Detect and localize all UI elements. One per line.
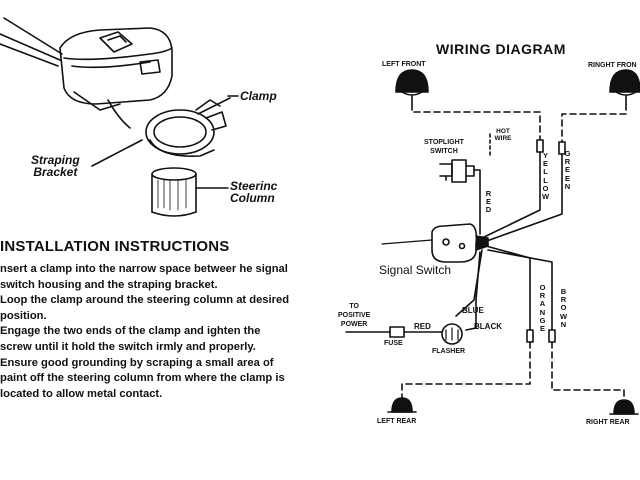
stoplight-switch-label: STOPLIGHT SWITCH bbox=[424, 139, 464, 155]
wiring-diagram-title: WIRING DIAGRAM bbox=[436, 41, 566, 57]
wiring-lines bbox=[345, 69, 640, 415]
left-front-label: LEFT FRONT bbox=[382, 61, 426, 68]
fuse-label: FUSE bbox=[384, 340, 403, 347]
right-front-label: RINGHT FRON bbox=[588, 62, 637, 69]
clamp-label: Clamp bbox=[240, 89, 277, 103]
yellow-wire-label: YELLOW bbox=[541, 151, 550, 202]
hot-wire-label: HOT WIRE bbox=[494, 128, 512, 142]
signal-switch-body bbox=[381, 223, 489, 263]
right-rear-lamp bbox=[609, 399, 639, 415]
left-rear-label: LEFT REAR bbox=[377, 418, 417, 425]
orange-wire-label: ORANGE bbox=[539, 283, 546, 334]
straping-bracket-label: Straping Bracket bbox=[31, 153, 80, 179]
step-2: Loop the clamp around the steering colum… bbox=[0, 294, 290, 322]
brown-wire-label: BROWN bbox=[559, 287, 568, 329]
installation-steps: nsert a clamp into the narrow space betw… bbox=[0, 262, 292, 402]
left-rear-lamp bbox=[387, 397, 417, 413]
step-4: Ensure good grounding by scraping a smal… bbox=[0, 356, 285, 400]
red-wire-label: RED bbox=[414, 322, 431, 331]
green-wire-label: GREEN bbox=[564, 149, 571, 191]
stoplight-switch bbox=[439, 159, 475, 183]
flasher-label: FLASHER bbox=[432, 348, 466, 355]
step-3: Engage the two ends of the clamp and igh… bbox=[0, 325, 261, 353]
left-front-lamp bbox=[395, 69, 429, 105]
steering-column-label: Steerinc Column bbox=[230, 179, 278, 205]
blue-wire-label: BLUE bbox=[462, 306, 484, 315]
right-rear-label: RIGHT REAR bbox=[586, 419, 630, 426]
signal-switch-label: Signal Switch bbox=[379, 263, 452, 277]
red-vertical-wire-label: RED bbox=[485, 189, 492, 215]
to-positive-power-label: TO POSITIVE POWER bbox=[338, 303, 371, 328]
installation-heading: INSTALLATION INSTRUCTIONS bbox=[0, 238, 230, 255]
flasher bbox=[441, 323, 463, 345]
black-wire-label: BLACK bbox=[474, 322, 502, 331]
step-1: nsert a clamp into the narrow space betw… bbox=[0, 263, 288, 291]
switch-illustration bbox=[0, 17, 239, 217]
right-front-lamp bbox=[609, 69, 640, 105]
